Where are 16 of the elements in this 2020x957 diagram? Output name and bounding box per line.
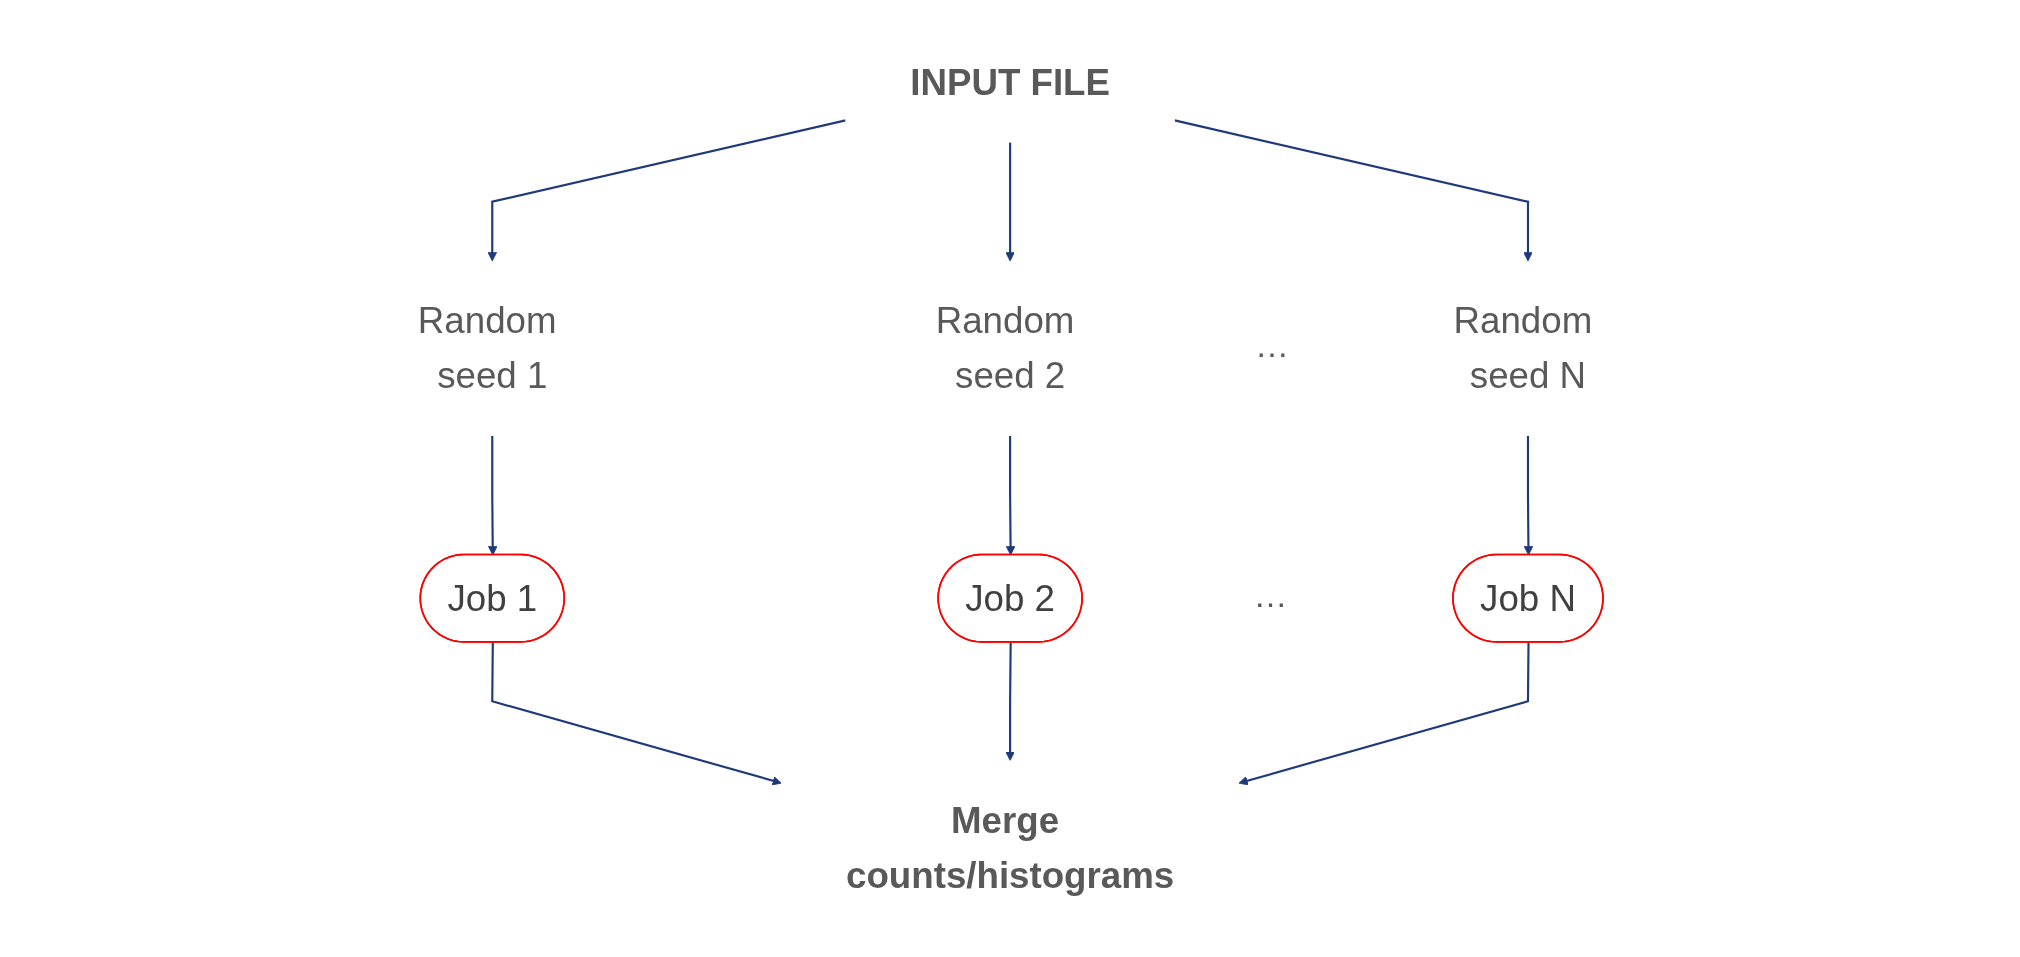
arrow	[487, 435, 498, 555]
arrow	[1523, 435, 1534, 555]
node-text: Random seed N	[1453, 299, 1593, 396]
ellipsis-text: …	[1253, 575, 1288, 615]
arrow	[487, 118, 846, 261]
arrow	[1005, 641, 1015, 761]
node-text: Random seed 2	[935, 299, 1075, 396]
node-text: INPUT FILE	[910, 60, 1110, 102]
arrow	[1238, 641, 1530, 785]
ellipsis-text: …	[1254, 325, 1289, 365]
node-text: Random seed 1	[417, 299, 557, 396]
arrow	[1174, 118, 1533, 261]
arrow	[1005, 141, 1015, 261]
arrow	[1005, 435, 1016, 555]
node-text: Merge counts/histograms	[845, 798, 1175, 895]
arrow	[491, 641, 782, 785]
